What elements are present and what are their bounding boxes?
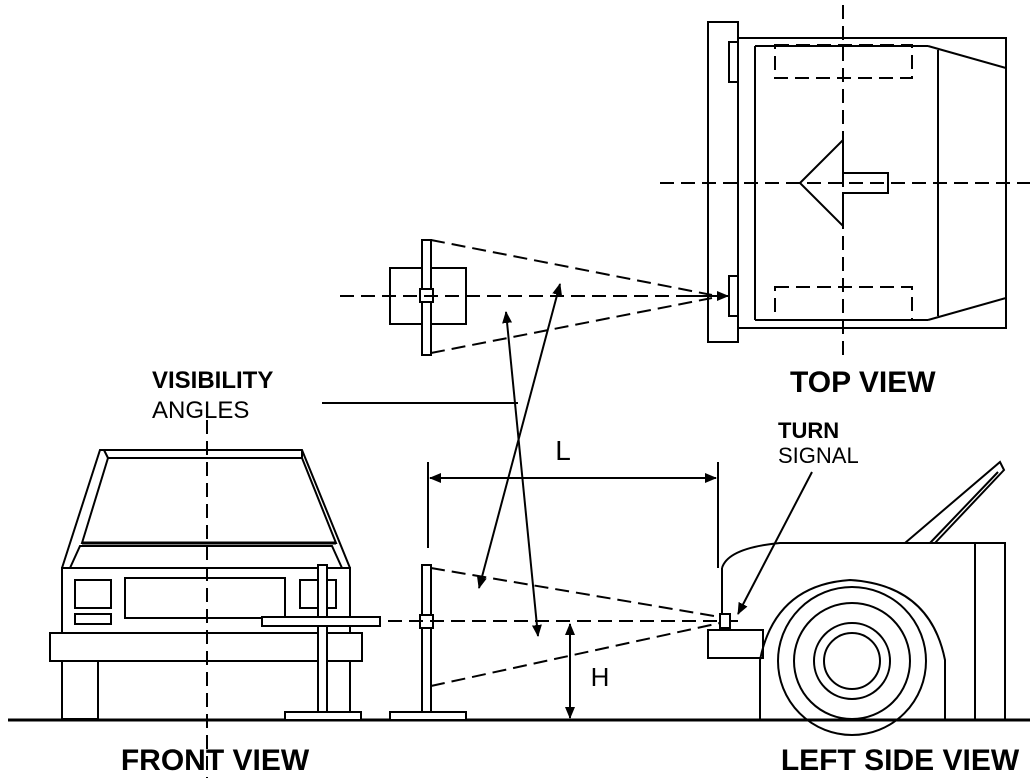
dimension-H-label: H [591,662,610,692]
side-view-vehicle [707,460,1006,736]
side-view-observation-stand [389,564,467,721]
visibility-angles-label-bold: VISIBILITY [152,367,273,394]
visibility-angles-label: ANGLES [152,397,249,424]
left-side-view-title: LEFT SIDE VIEW [781,744,1020,777]
top-view-title: TOP VIEW [790,366,936,399]
visibility-angle-arrow-b [502,311,542,637]
dimension-L-label: L [555,435,571,466]
front-view-title: FRONT VIEW [121,744,310,777]
front-view-vehicle [49,449,381,721]
visibility-angle-arrow-a [477,283,562,589]
turn-signal-label-bold: TURN [778,418,839,443]
turn-signal-label: SIGNAL [778,443,859,468]
top-view-observation-stand [389,239,467,356]
